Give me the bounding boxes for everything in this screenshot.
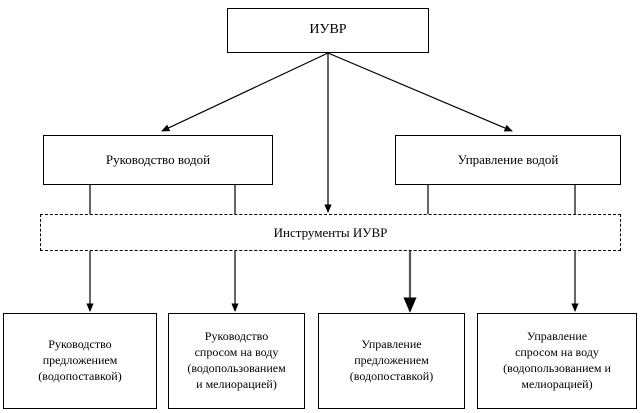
- node-iuvr-tools: Инструменты ИУВР: [40, 214, 621, 251]
- node-governance-demand-label: Руководство спросом на воду (водопользов…: [187, 329, 285, 393]
- leaf-1-line-4: и мелиорацией): [196, 376, 277, 391]
- leaf-1-line-2: спросом на воду: [194, 345, 279, 360]
- node-iuvr-tools-label: Инструменты ИУВР: [273, 224, 388, 240]
- node-iuvr-root: ИУВР: [227, 8, 429, 53]
- node-management-demand: Управление спросом на воду (водопользова…: [477, 313, 637, 409]
- leaf-1-line-1: Руководство: [204, 329, 269, 344]
- leaf-2-line-1: Управление: [361, 337, 422, 352]
- node-governance-demand: Руководство спросом на воду (водопользов…: [168, 313, 305, 409]
- node-management-supply: Управление предложением (водопоставкой): [318, 313, 465, 409]
- node-water-governance-label: Руководство водой: [105, 152, 211, 168]
- leaf-2-line-3: (водопоставкой): [349, 368, 434, 383]
- node-water-governance: Руководство водой: [43, 135, 273, 185]
- leaf-0-line-3: (водопоставкой): [38, 368, 122, 383]
- leaf-0-line-2: предложением: [42, 353, 118, 368]
- leaf-3-line-3: (водопользованием и: [503, 361, 611, 375]
- node-water-management-label: Управление водой: [457, 152, 559, 168]
- node-iuvr-root-label: ИУВР: [309, 22, 347, 38]
- leaf-3-line-4: мелиорацией): [521, 376, 593, 391]
- edge-root-to-mid-left: [161, 52, 329, 132]
- leaf-3-line-2: спросом на воду: [515, 345, 599, 360]
- node-management-supply-label: Управление предложением (водопоставкой): [350, 337, 433, 385]
- leaf-3-line-1: Управление: [526, 329, 588, 344]
- node-governance-supply: Руководство предложением (водопоставкой): [3, 313, 157, 409]
- node-management-demand-label: Управление спросом на воду (водопользова…: [503, 329, 611, 393]
- node-water-management: Управление водой: [395, 135, 621, 185]
- leaf-1-line-3: (водопользованием: [187, 361, 286, 375]
- node-governance-supply-label: Руководство предложением (водопоставкой): [38, 337, 121, 385]
- leaf-2-line-2: предложением: [354, 353, 429, 368]
- leaf-0-line-1: Руководство: [48, 337, 112, 352]
- edge-root-to-mid-right: [327, 52, 513, 132]
